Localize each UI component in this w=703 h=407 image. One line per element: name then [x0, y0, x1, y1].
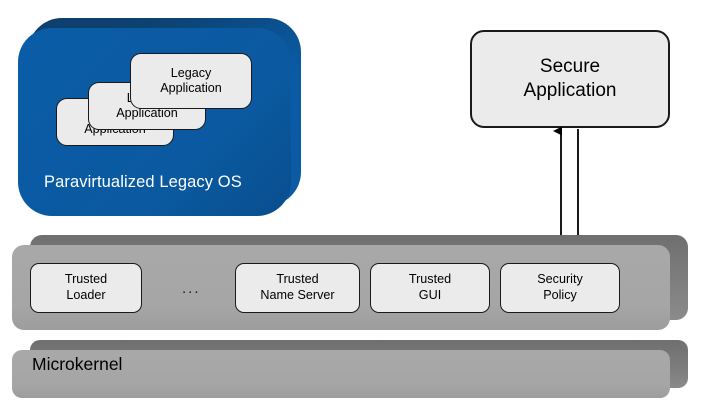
- microkernel-slab: Microkernel: [12, 340, 688, 398]
- microkernel-slab-face: [12, 350, 670, 398]
- microkernel-label: Microkernel: [32, 354, 123, 374]
- paravirtualized-legacy-os-label: Paravirtualized Legacy OS: [44, 173, 242, 191]
- services-ellipsis: ...: [182, 280, 201, 297]
